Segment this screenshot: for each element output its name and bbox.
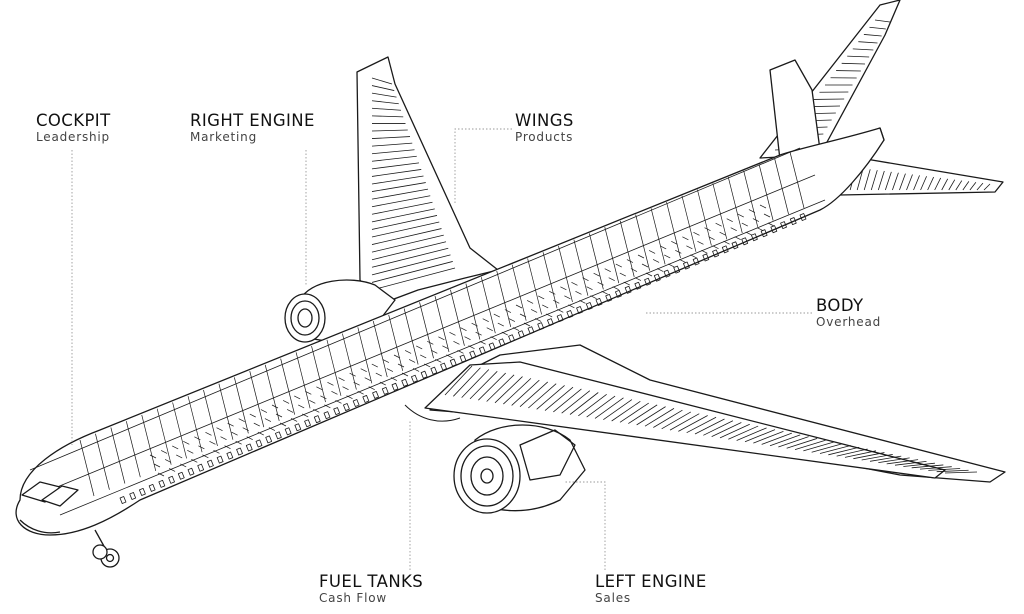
callout-wings-subtitle: Products xyxy=(515,130,574,144)
cockpit-nose xyxy=(19,481,79,534)
callout-cockpit-subtitle: Leadership xyxy=(36,130,110,144)
vertical-tail xyxy=(759,0,901,161)
callout-left-engine: LEFT ENGINE Sales xyxy=(595,573,707,606)
callout-cockpit: COCKPIT Leadership xyxy=(36,112,111,145)
callout-left-engine-title: LEFT ENGINE xyxy=(595,572,707,591)
belly-fairing xyxy=(404,404,461,422)
callout-wings: WINGS Products xyxy=(515,112,574,145)
callout-left-engine-subtitle: Sales xyxy=(595,591,631,605)
callout-cockpit-title: COCKPIT xyxy=(36,111,111,130)
fuselage xyxy=(15,127,885,536)
callout-fuel-tanks-subtitle: Cash Flow xyxy=(319,591,387,605)
left-engine xyxy=(453,424,586,514)
callout-fuel-tanks-title: FUEL TANKS xyxy=(319,572,424,591)
leader-wings xyxy=(454,128,512,205)
callout-wings-title: WINGS xyxy=(515,111,574,130)
callout-fuel-tanks: FUEL TANKS Cash Flow xyxy=(319,573,423,606)
callout-body: BODY Overhead xyxy=(816,297,881,330)
callout-right-engine-title: RIGHT ENGINE xyxy=(190,111,315,130)
right-wing xyxy=(356,56,499,306)
left-wing xyxy=(424,344,1006,483)
nose-gear xyxy=(92,529,120,568)
callout-body-title: BODY xyxy=(816,296,864,315)
callout-right-engine-subtitle: Marketing xyxy=(190,130,258,144)
leader-left-engine xyxy=(565,481,606,570)
callout-right-engine: RIGHT ENGINE Marketing xyxy=(190,112,315,145)
callout-body-subtitle: Overhead xyxy=(816,315,882,329)
